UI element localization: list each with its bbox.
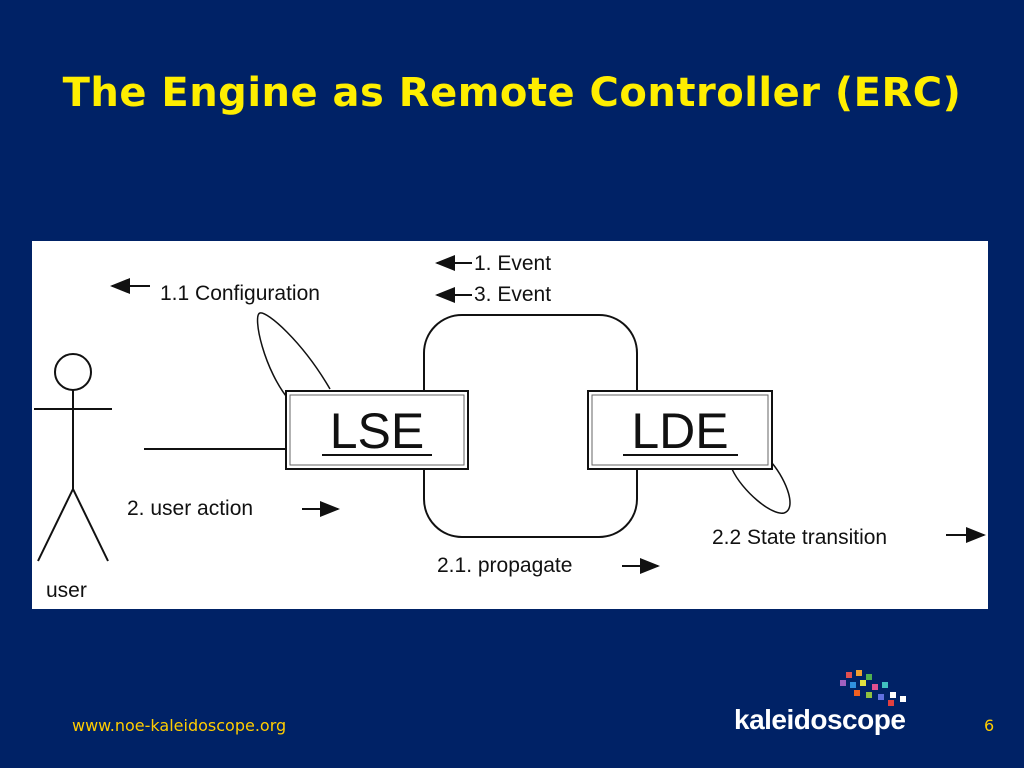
footer-url: www.noe-kaleidoscope.org bbox=[72, 716, 287, 735]
kaleidoscope-logo: kaleidoscope bbox=[730, 668, 930, 743]
slide-title: The Engine as Remote Controller (ERC) bbox=[62, 70, 962, 116]
logo-wordmark: kaleidoscope bbox=[734, 704, 906, 735]
lse-label: LSE bbox=[330, 403, 425, 459]
page-number: 6 bbox=[984, 716, 995, 735]
logo-dots-icon bbox=[840, 670, 906, 706]
erc-diagram: user 1.1 Configuration LSE LDE 1. Event … bbox=[32, 241, 988, 609]
user-label: user bbox=[46, 579, 87, 602]
user-actor-icon bbox=[34, 353, 112, 562]
configuration-label: 1.1 Configuration bbox=[160, 282, 320, 305]
event1-label: 1. Event bbox=[474, 252, 551, 275]
state-transition-label: 2.2 State transition bbox=[712, 526, 887, 549]
lde-label: LDE bbox=[631, 403, 728, 459]
user-action-label: 2. user action bbox=[127, 497, 253, 520]
event3-label: 3. Event bbox=[474, 283, 551, 306]
propagate-label: 2.1. propagate bbox=[437, 554, 572, 577]
configuration-loop bbox=[256, 312, 331, 402]
state-transition-loop bbox=[731, 462, 791, 514]
diagram-canvas: user 1.1 Configuration LSE LDE 1. Event … bbox=[34, 252, 986, 602]
